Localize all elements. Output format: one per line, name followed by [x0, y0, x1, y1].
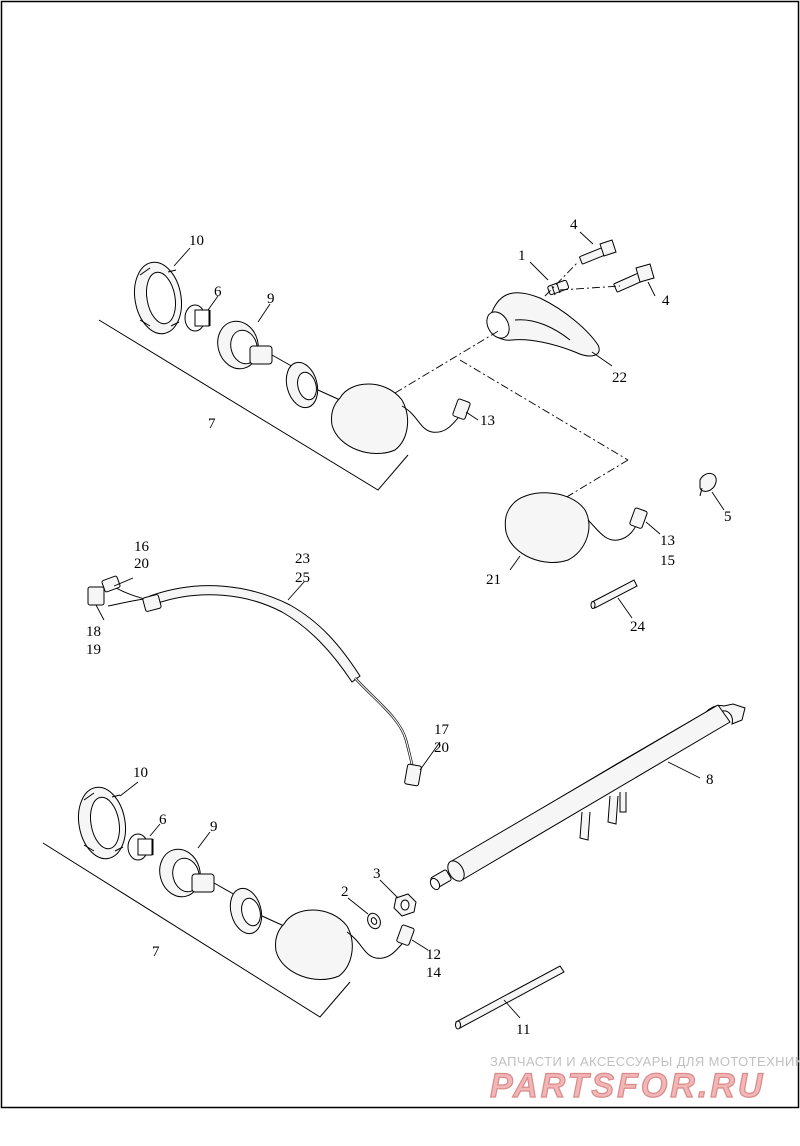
callout-9-lower: 9	[210, 819, 218, 835]
callout-13-upper: 13	[480, 413, 495, 429]
callout-22: 22	[612, 370, 627, 386]
callout-6-upper: 6	[214, 284, 222, 300]
lamp-housing-lower	[275, 909, 353, 980]
callout-21: 21	[486, 572, 501, 588]
callout-3: 3	[373, 866, 381, 882]
callout-13-right: 13	[660, 533, 675, 549]
assembly-bracket-upper	[98, 319, 409, 491]
connector-part-16	[101, 575, 121, 593]
callout-11: 11	[516, 1022, 530, 1038]
socket-part-9	[217, 320, 296, 370]
callout-14: 14	[426, 965, 442, 981]
lower-turn-signal-assembly	[42, 786, 415, 1018]
screw-part-1	[547, 279, 570, 296]
upper-turn-signal-assembly	[98, 261, 471, 491]
wire-harness-part-23-25	[87, 575, 422, 787]
callout-10-upper: 10	[189, 233, 204, 249]
grommet-lower	[229, 887, 285, 935]
watermark-tagline: ЗАПЧАСТИ И АКСЕССУАРЫ ДЛЯ МОТОТЕХНИКИ	[490, 1054, 800, 1069]
page-border	[0, 0, 800, 1109]
connector-part-18	[87, 586, 105, 606]
callout-labels: 10 6 9 4 1 4 22 7 13 5 13 15 21 24 16 20…	[86, 217, 732, 1038]
lamp-part-21	[504, 492, 648, 563]
watermark: ЗАПЧАСТИ И АКСЕССУАРЫ ДЛЯ МОТОТЕХНИКИ PA…	[489, 1054, 800, 1106]
callout-9-upper: 9	[267, 291, 275, 307]
bulb-part-6	[184, 304, 211, 332]
callout-8: 8	[706, 772, 714, 788]
rod-part-11	[455, 965, 565, 1030]
lower-fasteners	[367, 893, 417, 930]
callout-leaders	[95, 231, 725, 1019]
callout-1: 1	[518, 248, 526, 264]
bulb-part-6-lower	[127, 833, 154, 861]
connector-part-13-upper	[452, 398, 471, 420]
wire-lower	[346, 931, 403, 959]
callout-7-lower: 7	[152, 944, 160, 960]
assembly-guide-lines	[394, 261, 629, 499]
wire-upper	[401, 405, 459, 433]
callout-2: 2	[341, 884, 349, 900]
callout-17: 17	[434, 722, 450, 738]
bolt-part-4-right	[613, 263, 655, 293]
socket-part-9-lower	[159, 848, 238, 898]
callout-4-right: 4	[662, 293, 670, 309]
connector-part-13-right	[629, 507, 648, 529]
callout-10-lower: 10	[133, 765, 148, 781]
assembly-bracket-lower	[42, 842, 351, 1018]
callout-19: 19	[86, 642, 101, 658]
callout-23: 23	[295, 551, 310, 567]
lens-ring-part-10	[134, 261, 182, 335]
callout-25: 25	[295, 570, 310, 586]
callout-12: 12	[426, 947, 441, 963]
clip-part-5	[699, 473, 717, 497]
callout-20-upper: 20	[134, 556, 149, 572]
lens-ring-part-10-lower	[78, 786, 126, 860]
callout-7-upper: 7	[208, 416, 216, 432]
connector-part-17	[404, 763, 422, 787]
mounting-bracket-assembly	[486, 239, 655, 357]
crossbar-part-8	[429, 703, 746, 891]
callout-18: 18	[86, 624, 101, 640]
watermark-logo: PARTSFOR.RU	[490, 1067, 765, 1105]
callout-24: 24	[630, 619, 646, 635]
pin-part-24	[590, 579, 638, 609]
bolt-part-4-top	[579, 239, 617, 265]
callout-5: 5	[724, 509, 732, 525]
lamp-housing-upper	[331, 383, 409, 454]
connector-part-12	[396, 924, 415, 946]
callout-20-lower: 20	[434, 740, 449, 756]
callout-16: 16	[134, 539, 150, 555]
callout-4-top: 4	[570, 217, 578, 233]
callout-15: 15	[660, 553, 675, 569]
callout-6-lower: 6	[159, 812, 167, 828]
grommet-upper	[285, 361, 341, 409]
